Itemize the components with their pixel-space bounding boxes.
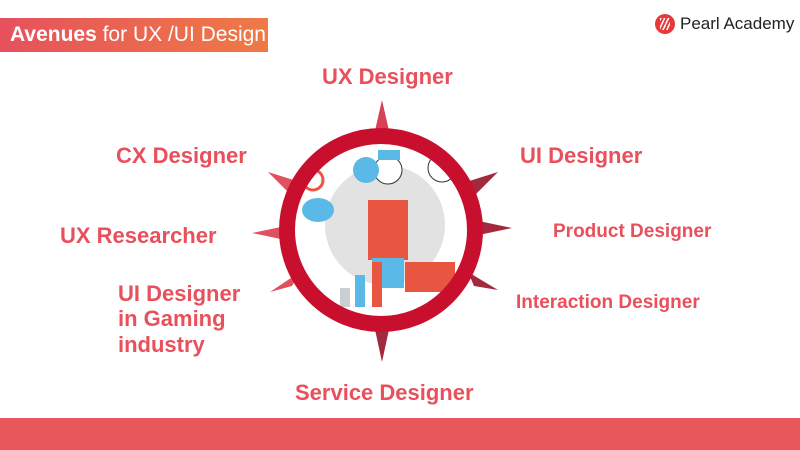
role-service-designer: Service Designer: [295, 380, 474, 405]
role-ux-researcher: UX Researcher: [60, 223, 217, 248]
title-banner: Avenues for UX /UI Design: [0, 18, 268, 52]
role-gaming-line-1: UI Designer: [118, 281, 241, 306]
role-gaming-line-2: in Gaming: [118, 306, 226, 332]
role-ui-designer-gaming: UI Designer in Gaming industry: [118, 281, 240, 357]
title-rest: for UX /UI Design: [96, 23, 266, 46]
role-product-designer: Product Designer: [553, 221, 712, 242]
role-interaction-designer: Interaction Designer: [516, 292, 700, 313]
role-gaming-line-3: industry: [118, 331, 205, 357]
role-cx-designer: CX Designer: [116, 143, 247, 168]
role-ui-designer: UI Designer: [520, 143, 643, 168]
compass-ring: [279, 128, 483, 332]
logo-icon: [655, 14, 675, 34]
role-ux-designer: UX Designer: [322, 64, 453, 89]
logo-text: Pearl Academy: [680, 14, 795, 33]
title-bold: Avenues: [10, 23, 97, 46]
footer-bar: [0, 418, 800, 450]
pearl-academy-logo: Pearl Academy: [655, 14, 794, 34]
